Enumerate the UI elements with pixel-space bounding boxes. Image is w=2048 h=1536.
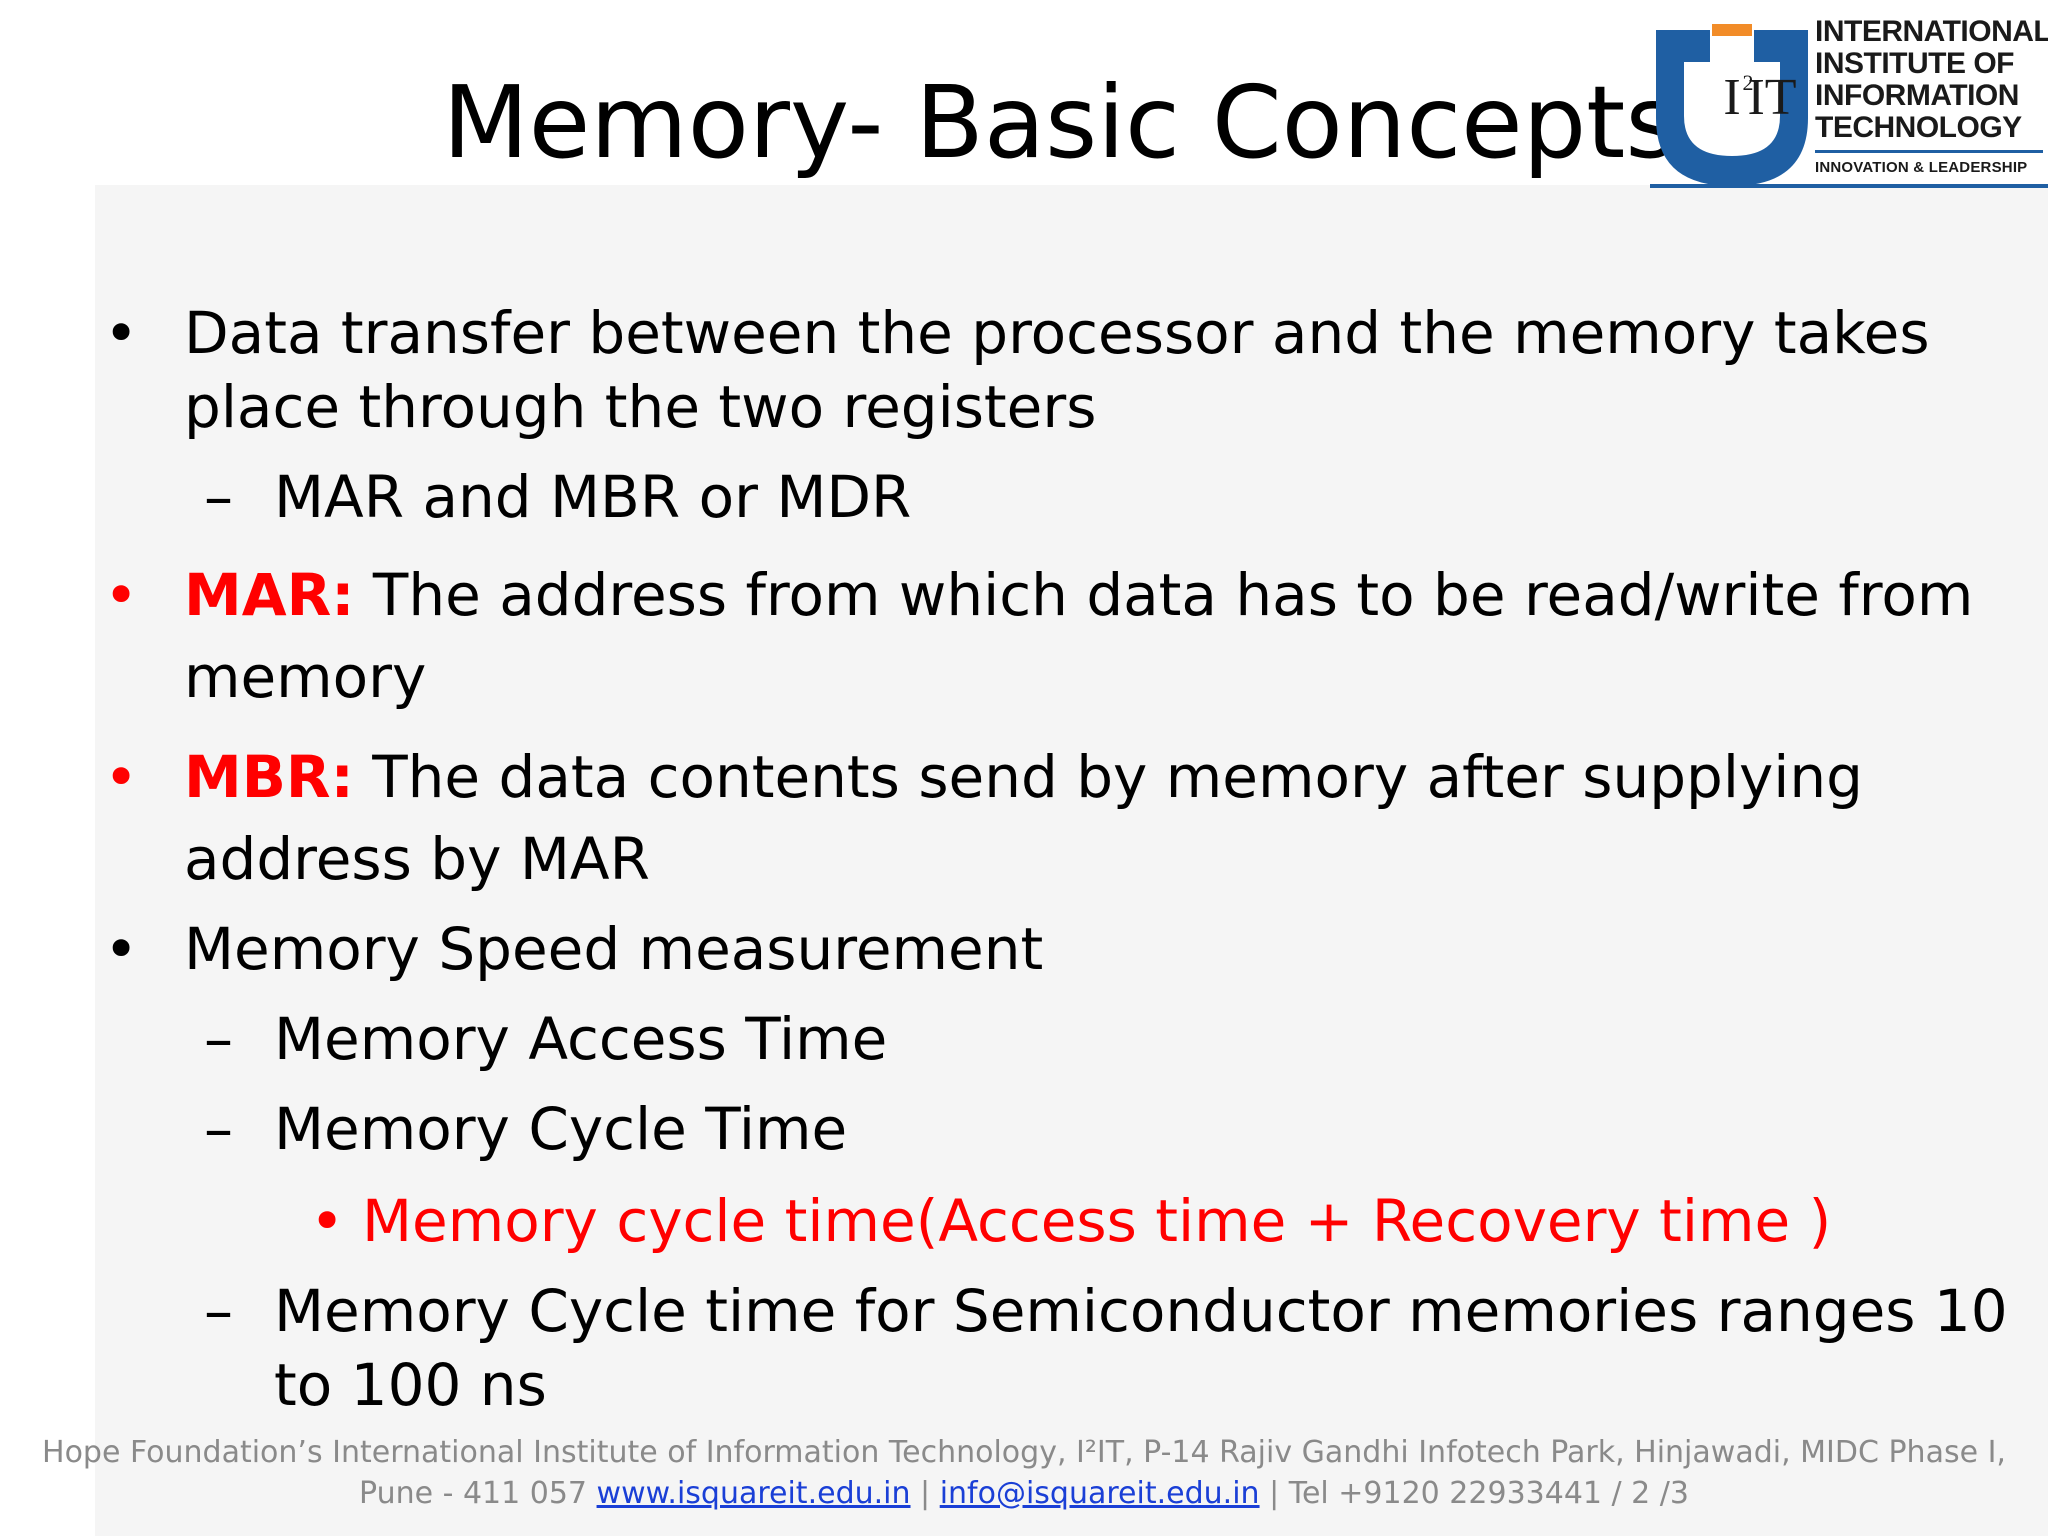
mbr-definition: The data contents send by memory after s… bbox=[353, 743, 1863, 811]
bullet-icon: • bbox=[104, 743, 139, 811]
bullet-4-line-1: Memory Speed measurement bbox=[184, 915, 1044, 983]
dash-icon: – bbox=[204, 1095, 233, 1163]
bullet-1-line-2: place through the two registers bbox=[184, 373, 1097, 441]
bullet-2-line-1: MAR: The address from which data has to … bbox=[184, 556, 1973, 634]
bullet-icon: • bbox=[104, 561, 139, 629]
bullet-4-sub-2: Memory Cycle Time bbox=[274, 1095, 848, 1163]
website-link[interactable]: www.isquareit.edu.in bbox=[596, 1476, 911, 1511]
bullet-1-sub-1: MAR and MBR or MDR bbox=[274, 463, 912, 531]
svg-text:I: I bbox=[1723, 69, 1740, 126]
email-link[interactable]: info@isquareit.edu.in bbox=[939, 1476, 1260, 1511]
bullet-icon: • bbox=[104, 299, 139, 367]
logo-wordmark: INTERNATIONAL INSTITUTE OF INFORMATION T… bbox=[1815, 16, 2048, 177]
bullet-2-line-2: memory bbox=[184, 643, 427, 711]
footer-separator: | bbox=[910, 1476, 940, 1511]
logo-line-1: INTERNATIONAL bbox=[1815, 15, 2048, 48]
footer-phone: | Tel +9120 22933441 / 2 /3 bbox=[1259, 1476, 1689, 1511]
bullet-4-sub-1: Memory Access Time bbox=[274, 1005, 888, 1073]
dash-icon: – bbox=[204, 1277, 233, 1345]
i2it-shield-logo-icon: I 2 IT bbox=[1656, 24, 1808, 186]
bullet-3-line-1: MBR: The data contents send by memory af… bbox=[184, 738, 1863, 816]
bullet-4-sub-3-line-1: Memory Cycle time for Semiconductor memo… bbox=[274, 1277, 2008, 1345]
bullet-4-sub-3-line-2: to 100 ns bbox=[274, 1351, 547, 1419]
slide-background bbox=[95, 185, 2048, 1536]
mbr-term: MBR: bbox=[184, 743, 354, 811]
bullet-3-line-2: address by MAR bbox=[184, 825, 650, 893]
footer-city: Pune - 411 057 bbox=[359, 1476, 597, 1511]
footer-contact-line: Pune - 411 057 www.isquareit.edu.in | in… bbox=[0, 1473, 2048, 1514]
svg-text:IT: IT bbox=[1747, 69, 1796, 126]
logo-divider bbox=[1815, 150, 2043, 153]
bullet-icon: • bbox=[104, 915, 139, 983]
slide-title: Memory- Basic Concepts bbox=[442, 64, 1678, 181]
slide-footer: Hope Foundation’s International Institut… bbox=[0, 1432, 2048, 1514]
svg-text:2: 2 bbox=[1743, 70, 1754, 95]
dash-icon: – bbox=[204, 1005, 233, 1073]
logo-line-2: INSTITUTE OF bbox=[1815, 47, 2015, 80]
institute-logo: I 2 IT INTERNATIONAL INSTITUTE OF INFORM… bbox=[1650, 14, 2048, 190]
mar-term: MAR: bbox=[184, 561, 355, 629]
logo-tagline: INNOVATION & LEADERSHIP bbox=[1815, 159, 2028, 176]
bullet-icon: • bbox=[310, 1187, 345, 1255]
footer-address-line: Hope Foundation’s International Institut… bbox=[42, 1435, 2006, 1470]
logo-line-3: INFORMATION bbox=[1815, 79, 2019, 112]
bullet-1-line-1: Data transfer between the processor and … bbox=[184, 299, 1930, 367]
mar-definition: The address from which data has to be re… bbox=[354, 561, 1974, 629]
logo-underline bbox=[1650, 184, 2048, 188]
bullet-4-subsub-1: Memory cycle time(Access time + Recovery… bbox=[362, 1187, 1832, 1255]
logo-line-4: TECHNOLOGY bbox=[1815, 111, 2022, 144]
dash-icon: – bbox=[204, 463, 233, 531]
